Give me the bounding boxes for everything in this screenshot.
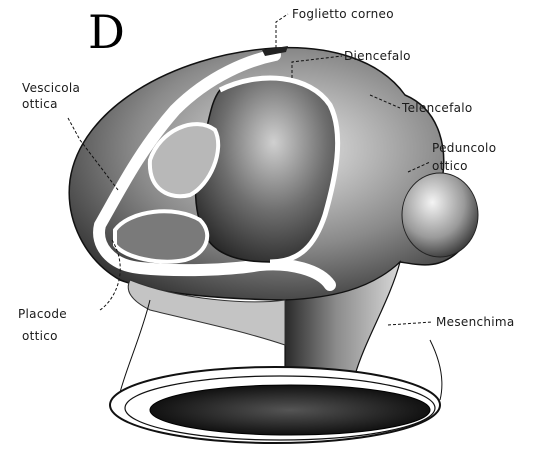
label-peduncolo-ottico-line2: ottico: [432, 159, 468, 173]
optic-vesicle-inner-lobe: [115, 211, 207, 261]
panel-letter: D: [88, 5, 125, 59]
label-telencefalo: Telencefalo: [401, 101, 473, 115]
label-foglietto-corneo: Foglietto corneo: [292, 7, 394, 21]
label-vescicola-ottica-line1: Vescicola: [22, 81, 80, 95]
base-right-edge: [430, 340, 442, 400]
label-peduncolo-ottico-line1: Peduncolo: [432, 141, 496, 155]
leader-mesenchima: [388, 322, 432, 325]
label-diencefalo: Diencefalo: [344, 49, 411, 63]
base-inner-dark: [150, 385, 430, 435]
leader-foglietto: [276, 14, 288, 48]
label-placode-ottico-line2: ottico: [22, 329, 58, 343]
optic-stalk-bulge: [402, 173, 478, 257]
label-placode-ottico-line1: Placode: [18, 307, 67, 321]
label-mesenchima: Mesenchima: [436, 315, 515, 329]
label-vescicola-ottica-line2: ottica: [22, 97, 58, 111]
